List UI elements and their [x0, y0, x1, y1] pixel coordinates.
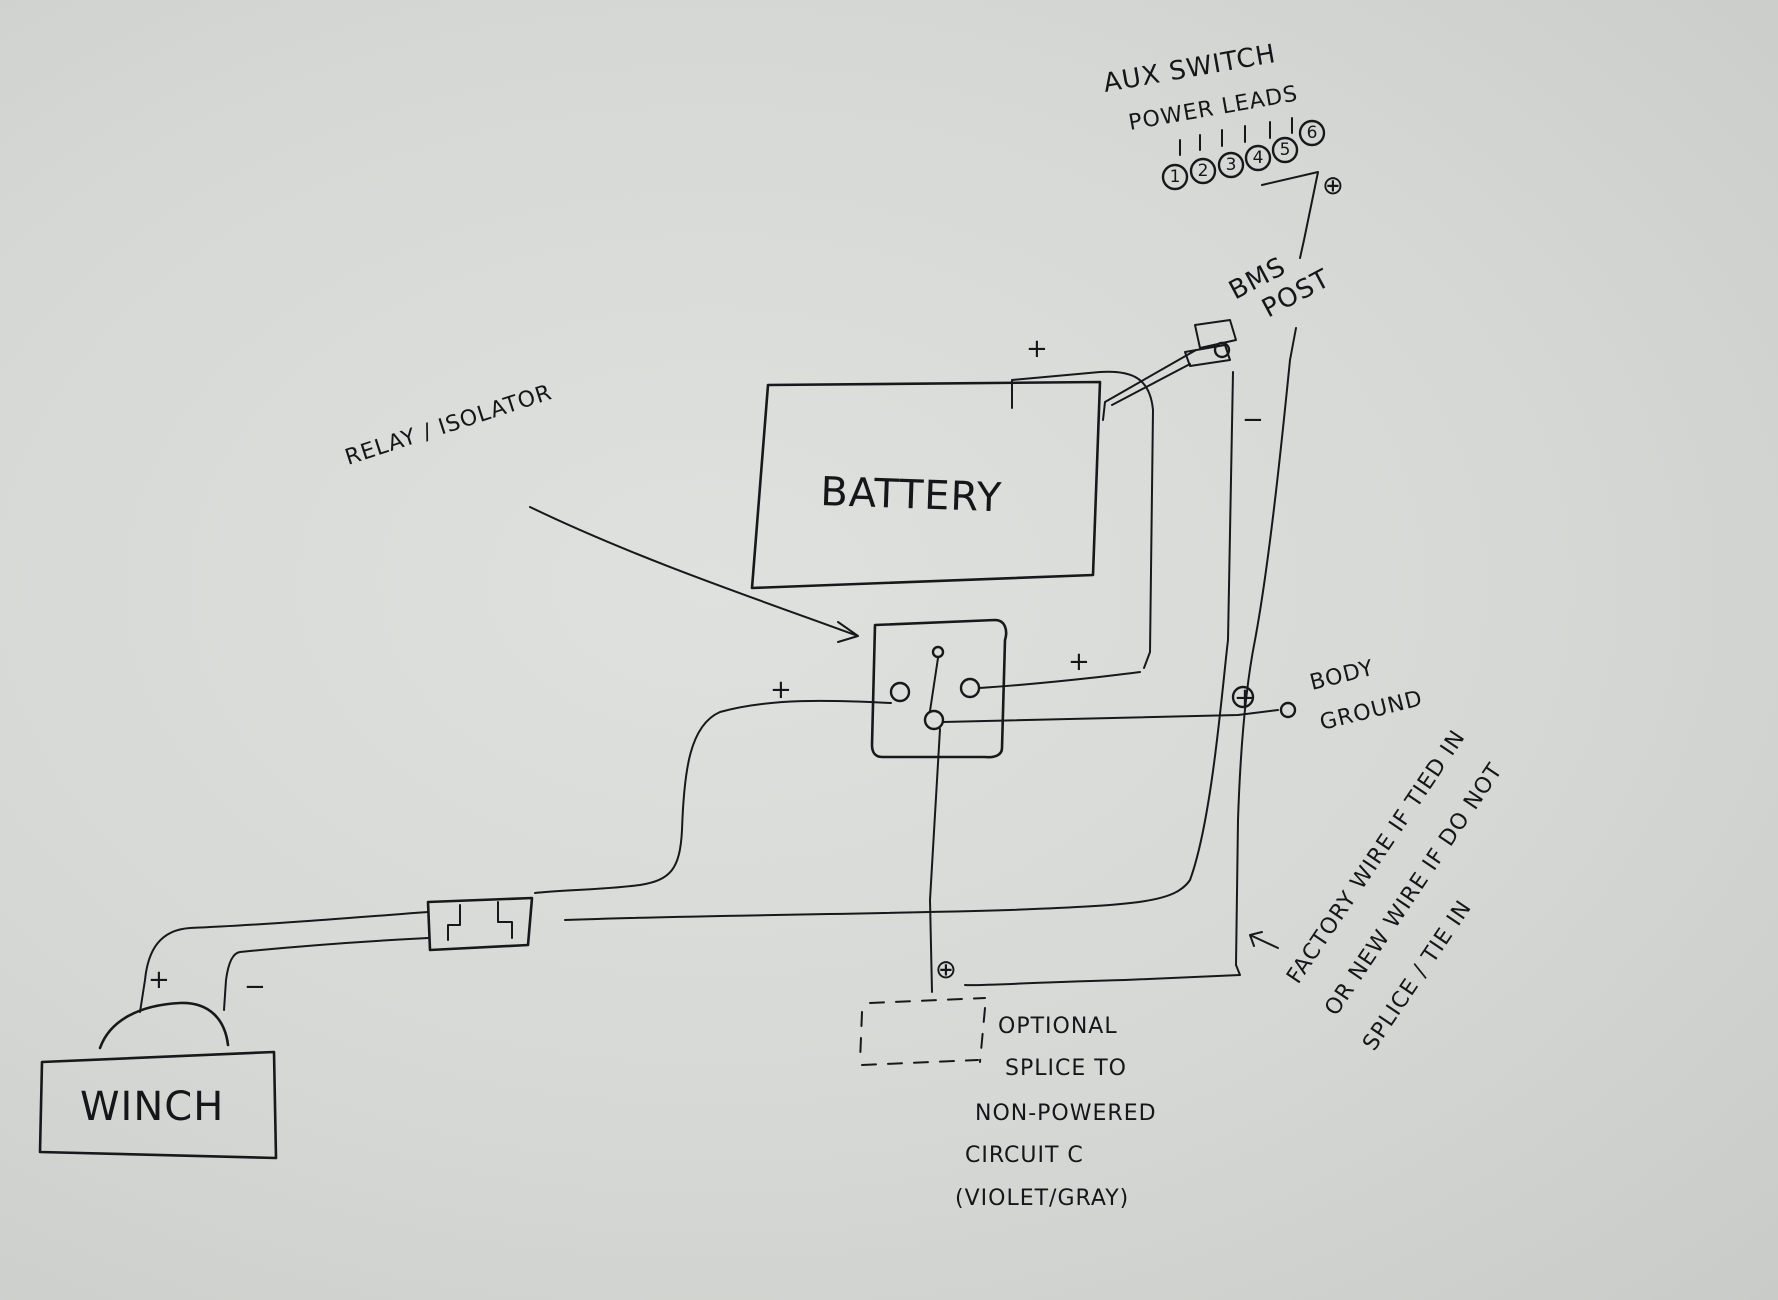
relay-terminal-bottom [923, 709, 945, 731]
optional-splice-dashed-box [859, 997, 986, 1066]
aux-positive-lead [1261, 171, 1319, 259]
relay-to-winch-positive-lead [534, 699, 892, 894]
body-ground-terminal [1279, 701, 1297, 719]
optional-splice: OPTIONAL SPLICE TO NON-POWERED CIRCUIT C… [859, 997, 1157, 1211]
optional-label-line2: SPLICE TO [1005, 1056, 1127, 1081]
body-ground-junction [1231, 685, 1255, 709]
splice-connector [426, 896, 534, 952]
splice-to-winch-positive-lead [139, 911, 429, 1013]
body-ground-junction-sign: + [1234, 683, 1256, 713]
battery-label: BATTERY [820, 469, 1003, 521]
winch-body-outline [38, 1050, 278, 1160]
aux-terminal-1-label: 1 [1170, 167, 1181, 187]
factory-note-line3: SPLICE / TIE IN [1358, 896, 1477, 1055]
aux-terminal-4-label: 4 [1253, 148, 1264, 168]
winch-negative-sign: − [244, 972, 266, 1002]
factory-note-pointer-arrow [1249, 931, 1279, 949]
bms-post: BMS POST − [564, 252, 1335, 921]
optional-splice-positive-sign: ⊕ [935, 955, 957, 985]
aux-terminal-3-label: 3 [1226, 155, 1237, 175]
relay-terminal-right [959, 677, 981, 699]
body-ground-label-line1: BODY [1307, 656, 1376, 696]
aux-terminal-2-label: 2 [1198, 161, 1209, 181]
aux-lead-terminals: 1 2 3 4 5 6 [1161, 119, 1326, 191]
bms-negative-sign: − [1242, 405, 1264, 435]
aux-positive-sign: ⊕ [1322, 171, 1344, 201]
optional-label-line4: CIRCUIT C [965, 1143, 1084, 1168]
optional-label-line1: OPTIONAL [998, 1014, 1118, 1039]
relay-right-plus-sign: + [1068, 647, 1090, 677]
relay-left-plus-sign: + [770, 675, 792, 705]
bms-post-terminal [1213, 341, 1231, 359]
splice-to-winch-positive-lead-outer [223, 937, 429, 1011]
post-to-body-ground-lead [1235, 327, 1297, 966]
body-ground: + BODY GROUND [1231, 656, 1425, 736]
winch-positive-sign: + [148, 965, 170, 995]
relay-terminal-top [931, 645, 945, 659]
factory-note-return-wire [964, 964, 1241, 987]
battery-positive-lead [1011, 370, 1154, 669]
body-ground-label-line2: GROUND [1317, 686, 1425, 736]
aux-switch-power-leads: AUX SWITCH POWER LEADS 1 2 3 4 5 6 ⊕ [1101, 39, 1344, 966]
aux-terminal-5-label: 5 [1280, 140, 1291, 160]
bms-to-battery-lead-2 [1111, 363, 1191, 406]
bms-negative-lead [564, 371, 1234, 921]
relay-pointer-arrow [529, 506, 859, 643]
relay-isolator: RELAY / ISOLATOR [342, 380, 1008, 759]
relay-terminal-left [889, 681, 911, 703]
bms-to-battery-lead-1 [1102, 349, 1197, 421]
optional-label-line3: NON-POWERED [975, 1101, 1157, 1126]
winch-motor-hump [98, 1001, 230, 1050]
relay-isolator-label: RELAY / ISOLATOR [342, 380, 555, 471]
aux-terminal-6-label: 6 [1307, 123, 1318, 143]
relay-to-optional-splice-lead [929, 728, 941, 993]
aux-lead-ticks [1179, 117, 1293, 156]
relay-internal-link [929, 657, 939, 712]
battery-plus-sign: + [1026, 334, 1048, 364]
relay-to-battery-positive-lead [978, 671, 1141, 689]
optional-label-line5: (VIOLET/GRAY) [955, 1186, 1129, 1211]
bms-post-connector [1184, 319, 1237, 367]
winch-label: WINCH [80, 1084, 224, 1130]
splice-connector-inner [447, 901, 513, 941]
splice-connector-outline [426, 896, 534, 952]
battery: BATTERY + [750, 334, 1154, 669]
relay-box [870, 618, 1008, 759]
battery-outline [750, 380, 1102, 590]
relay-to-body-ground-lead [942, 709, 1279, 723]
winch: + − WINCH [38, 965, 278, 1160]
